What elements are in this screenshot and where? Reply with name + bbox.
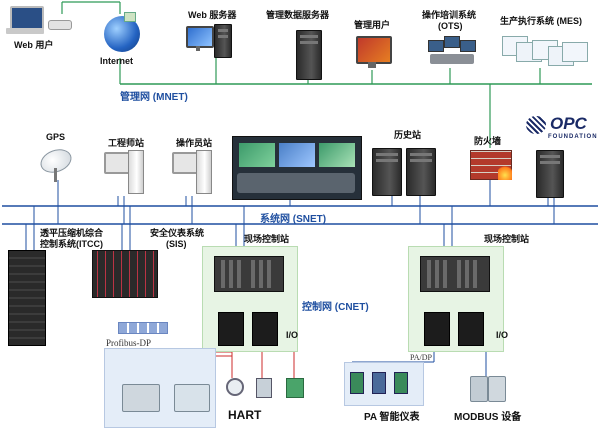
field-station-2-controller xyxy=(420,256,490,292)
control-console-icon xyxy=(232,136,362,200)
hart-label: HART xyxy=(228,408,262,422)
operator-monitor-icon xyxy=(172,152,198,174)
engineer-tower-icon xyxy=(128,150,144,194)
transmitter-icon xyxy=(256,378,272,398)
field-station-2-io-a xyxy=(424,312,450,346)
profibus-io-module-icon xyxy=(174,384,210,412)
io-2-label: I/O xyxy=(496,330,509,340)
field-station-1-label: 现场控制站 xyxy=(244,234,290,244)
training-desk-icon xyxy=(428,36,476,66)
firewall-label: 防火墙 xyxy=(474,136,502,146)
pa-instrument-2-icon xyxy=(372,372,386,394)
sis-label-line2: (SIS) xyxy=(166,239,187,249)
modbus-device-1-icon xyxy=(470,376,488,402)
opc-logo-text: OPC xyxy=(550,114,587,133)
web-server-tower-icon xyxy=(214,24,232,58)
operator-tower-icon xyxy=(196,150,212,194)
engineer-station-label: 工程师站 xyxy=(108,138,145,148)
flow-meter-icon xyxy=(286,378,304,398)
io-1-label: I/O xyxy=(286,330,299,340)
laptop-icon xyxy=(6,6,44,36)
flame-icon xyxy=(498,164,512,180)
history-server-1-icon xyxy=(372,148,402,196)
engineer-monitor-icon xyxy=(104,152,130,174)
ots-label-line2: (OTS) xyxy=(438,21,463,31)
pressure-gauge-icon xyxy=(226,378,244,396)
field-station-1-io-a xyxy=(218,312,244,346)
field-station-2-label: 现场控制站 xyxy=(484,234,530,244)
modem-icon xyxy=(48,20,72,30)
mes-label: 生产执行系统 (MES) xyxy=(500,16,582,26)
internet-label: Internet xyxy=(100,56,134,66)
field-station-2-io-b xyxy=(458,312,484,346)
profibus-module-icon xyxy=(122,384,160,412)
field-station-1-io-b xyxy=(252,312,278,346)
mnet-label: 管理网 (MNET) xyxy=(120,92,188,103)
profibus-label: Profibus-DP xyxy=(106,338,152,348)
mgmt-user-label: 管理用户 xyxy=(354,20,391,30)
history-server-2-icon xyxy=(406,148,436,196)
pa-instruments-label: PA 智能仪表 xyxy=(364,412,420,423)
ots-label-line1: 操作培训系统 xyxy=(422,10,477,20)
pa-instrument-3-icon xyxy=(394,372,408,394)
gps-label: GPS xyxy=(46,132,66,142)
gps-dish-icon xyxy=(37,145,75,184)
web-server-label: Web 服务器 xyxy=(188,10,237,20)
modbus-device-2-icon xyxy=(488,376,506,402)
sis-rack-icon xyxy=(92,250,158,298)
mgmt-user-monitor-icon xyxy=(356,36,392,64)
itcc-cabinet-icon xyxy=(8,250,46,346)
opc-logo: OPC FOUNDATION xyxy=(526,114,598,144)
snet-label: 系统网 (SNET) xyxy=(260,214,327,225)
modbus-label: MODBUS 设备 xyxy=(454,412,522,423)
web-server-monitor-icon xyxy=(186,26,214,48)
sis-label-line1: 安全仪表系统 xyxy=(150,228,205,238)
field-station-1-controller xyxy=(214,256,284,292)
pa-instrument-1-icon xyxy=(350,372,364,394)
mgmt-db-server-label: 管理数据服务器 xyxy=(266,10,330,20)
operator-station-label: 操作员站 xyxy=(176,138,213,148)
itcc-label-line1: 透平压缩机综合 xyxy=(40,228,104,238)
pa-dp-label: PA/DP xyxy=(410,353,432,362)
history-station-label: 历史站 xyxy=(394,130,422,140)
itcc-label-line2: 控制系统(ITCC) xyxy=(40,239,103,249)
mes-screens-icon xyxy=(502,36,588,66)
web-user-label: Web 用户 xyxy=(14,40,54,50)
opc-server-icon xyxy=(536,150,564,198)
opc-foundation-text: FOUNDATION xyxy=(548,134,598,140)
profibus-banner-icon xyxy=(118,322,168,334)
cnet-label: 控制网 (CNET) xyxy=(302,302,369,313)
db-server-icon xyxy=(296,30,322,80)
globe-icon xyxy=(104,16,140,52)
router-icon xyxy=(124,12,136,22)
